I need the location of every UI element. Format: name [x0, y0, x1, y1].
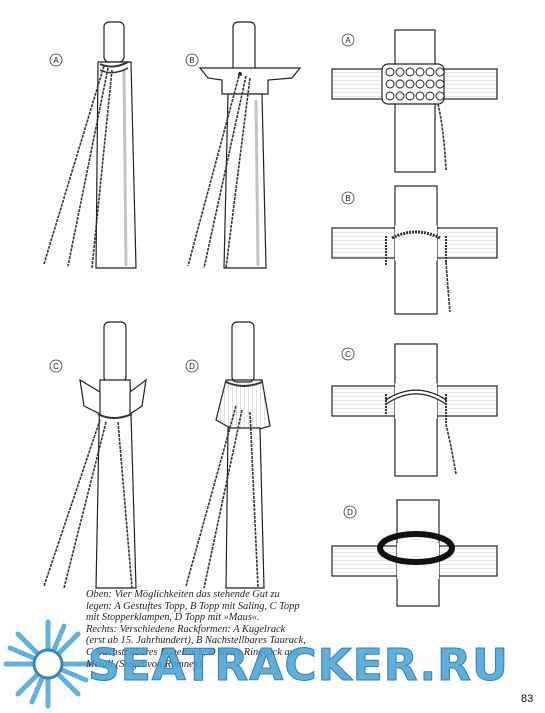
- label-right-a: A: [341, 33, 355, 47]
- label-top-left-b: B: [185, 53, 199, 67]
- mast-top-c-illustration: [43, 321, 147, 589]
- label-right-b: B: [341, 191, 355, 205]
- parrel-d-illustration: [331, 499, 498, 607]
- caption-line: legen: A Gestuftes Topp, B Topp mit Sali…: [86, 600, 300, 612]
- svg-text:B: B: [189, 56, 194, 65]
- label-right-d: D: [343, 505, 357, 519]
- mast-top-a-illustration: [43, 21, 137, 269]
- caption-line: C Nachstellbares Bügelrack, D festes Rin…: [86, 646, 299, 658]
- caption-line: (erst ab 15. Jahrhundert), B Nachstellba…: [86, 635, 306, 647]
- mast-top-d-illustration: [185, 321, 271, 589]
- watermark-text: SEATRACKER.RU: [88, 640, 509, 692]
- svg-text:D: D: [347, 508, 353, 517]
- caption-line: Metall (Siegel von Romney): [86, 658, 202, 670]
- svg-text:D: D: [189, 362, 195, 371]
- label-right-c: C: [341, 347, 355, 361]
- svg-text:A: A: [345, 36, 351, 45]
- caption-line: Rechts: Verschiedene Rackformen: A Kugel…: [86, 623, 286, 635]
- parrel-a-illustration: [331, 29, 498, 173]
- label-bottom-left-d: D: [185, 359, 199, 373]
- svg-text:C: C: [53, 362, 59, 371]
- svg-text:A: A: [53, 56, 59, 65]
- label-bottom-left-c: C: [49, 359, 63, 373]
- watermark-star-icon: [3, 619, 93, 709]
- caption-line: mit Stopperklampen, D Topp mit »Maus«.: [86, 612, 260, 624]
- parrel-c-illustration: [331, 343, 498, 477]
- parrel-b-illustration: [331, 185, 498, 315]
- page-number: 83: [521, 693, 534, 705]
- svg-text:B: B: [345, 194, 350, 203]
- figure-caption: Oben: Vier Möglichkeiten das stehende Gu…: [86, 589, 306, 670]
- mast-top-b-illustration: [187, 21, 302, 269]
- label-top-left-a: A: [49, 53, 63, 67]
- svg-text:C: C: [345, 350, 351, 359]
- caption-line: Oben: Vier Möglichkeiten das stehende Gu…: [86, 589, 280, 600]
